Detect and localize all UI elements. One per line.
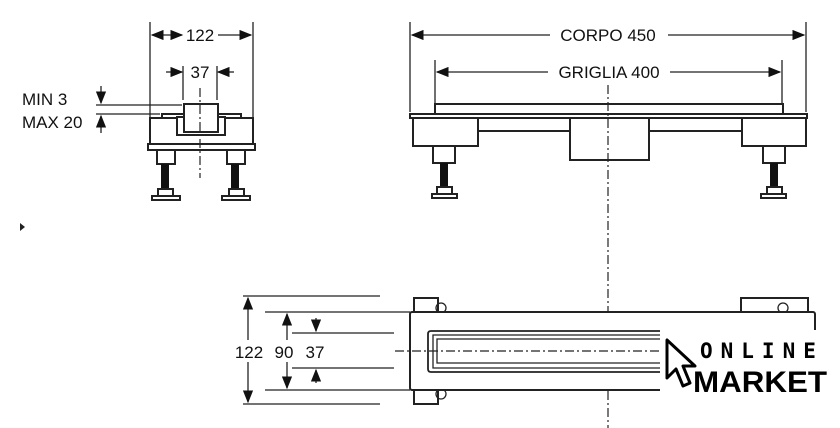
front-view: CORPO 450 GRIGLIA 400 <box>409 22 808 428</box>
logo-market: MARKET <box>693 366 827 399</box>
corpo-label: CORPO 450 <box>560 26 655 45</box>
bullet-marker-icon <box>20 223 25 231</box>
min-label: MIN 3 <box>22 90 67 109</box>
top-37-label: 37 <box>306 343 325 362</box>
online-market-logo: ONLINE MARKET <box>660 330 832 399</box>
max-label: MAX 20 <box>22 113 82 132</box>
logo-online: ONLINE <box>700 339 824 363</box>
side-width-label: 122 <box>186 26 214 45</box>
top-122-label: 122 <box>235 343 263 362</box>
griglia-label: GRIGLIA 400 <box>558 63 659 82</box>
side-outlet-label: 37 <box>191 63 210 82</box>
top-90-label: 90 <box>275 343 294 362</box>
cursor-icon <box>665 338 697 388</box>
side-view: 122 37 MIN 3 MAX 20 <box>22 22 256 201</box>
